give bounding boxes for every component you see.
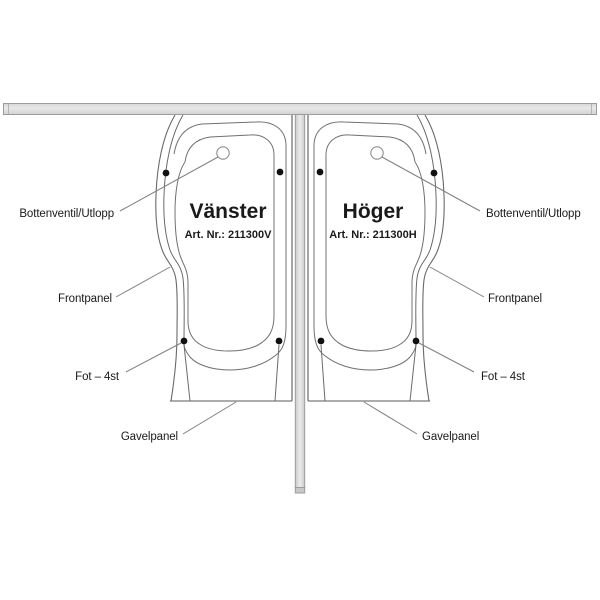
label-feet-right: Fot – 4st <box>481 371 526 383</box>
label-end-panel-left: Gavelpanel <box>121 431 178 443</box>
label-bottom-valve-left: Bottenventil/Utlopp <box>19 208 114 220</box>
label-bottom-valve-right: Bottenventil/Utlopp <box>486 208 581 220</box>
right-tub-title: Höger <box>343 200 404 223</box>
divider-bar <box>294 114 306 488</box>
divider-bar-cap <box>294 487 306 494</box>
right-tub-artnr: Art. Nr.: 211300H <box>329 229 416 241</box>
label-feet-left: Fot – 4st <box>75 371 120 383</box>
label-front-panel-right: Frontpanel <box>488 293 542 305</box>
right-tub <box>307 114 485 435</box>
label-front-panel-left: Frontpanel <box>58 293 112 305</box>
right-tub-group <box>307 114 485 435</box>
left-tub-artnr: Art. Nr.: 211300V <box>185 229 272 241</box>
wall-bar-top <box>3 103 597 115</box>
wall-bar-end-seams <box>8 104 592 114</box>
left-tub <box>115 114 293 435</box>
label-end-panel-right: Gavelpanel <box>422 431 479 443</box>
left-tub-title: Vänster <box>189 200 266 223</box>
